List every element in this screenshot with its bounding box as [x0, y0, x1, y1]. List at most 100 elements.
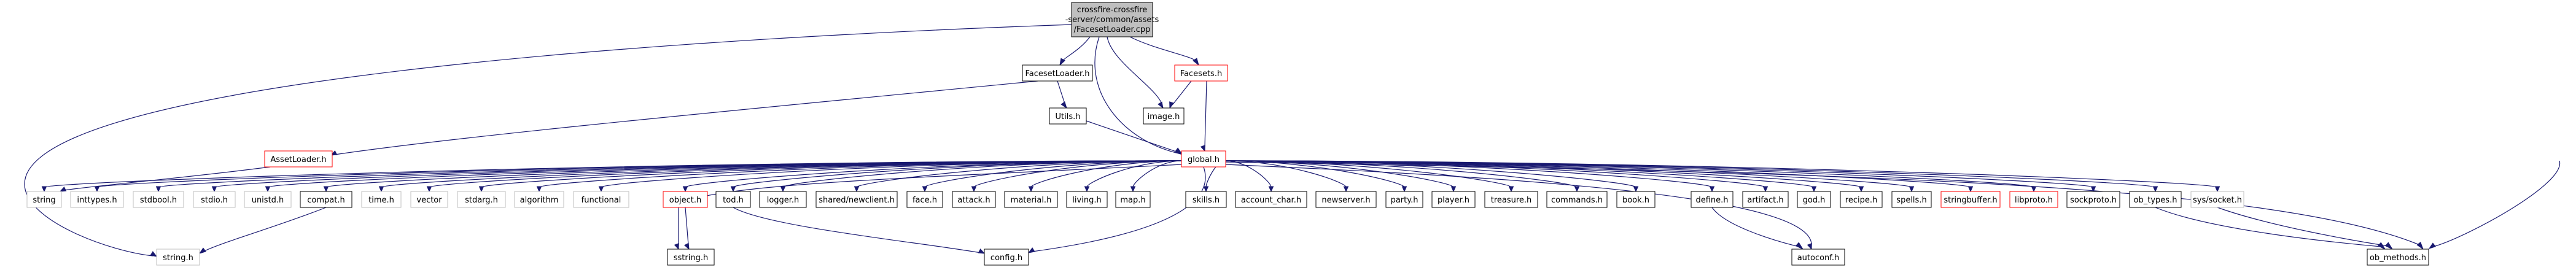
dependency-edge — [94, 160, 1182, 193]
node-commands-h[interactable]: commands.h — [1546, 191, 1608, 208]
svg-text:Facesets.h: Facesets.h — [1180, 69, 1222, 79]
dependency-edge — [2155, 207, 2386, 250]
node-facesets-h[interactable]: Facesets.h — [1174, 64, 1228, 82]
dependency-edge — [1057, 80, 1067, 109]
node-sstring-h[interactable]: sstring.h — [667, 249, 715, 266]
node-compat-h[interactable]: compat.h — [300, 191, 352, 208]
svg-text:player.h: player.h — [1438, 196, 1469, 205]
dependency-edge — [1107, 36, 1164, 109]
node-vector: vector — [410, 191, 448, 208]
node-tod-h[interactable]: tod.h — [715, 191, 751, 208]
node-unistd-h: unistd.h — [244, 191, 292, 208]
node-living-h[interactable]: living.h — [1066, 191, 1108, 208]
node-material-h[interactable]: material.h — [1004, 191, 1058, 208]
svg-text:Utils.h: Utils.h — [1056, 112, 1081, 122]
svg-text:skills.h: skills.h — [1193, 196, 1220, 205]
dependency-edge — [2217, 207, 2394, 250]
node-autoconf-h[interactable]: autoconf.h — [1791, 249, 1845, 266]
node-ob-types-h[interactable]: ob_types.h — [2129, 191, 2182, 208]
node-spells-h[interactable]: spells.h — [1891, 191, 1932, 208]
svg-text:config.h: config.h — [990, 253, 1022, 263]
node-ob-methods-h[interactable]: ob_methods.h — [2367, 249, 2429, 266]
dependency-edge — [1084, 160, 1182, 193]
node-global-h[interactable]: global.h — [1181, 150, 1226, 168]
node-utils-h[interactable]: Utils.h — [1049, 107, 1087, 125]
node-assetloader-h[interactable]: AssetLoader.h — [264, 150, 333, 168]
svg-text:FacesetLoader.h: FacesetLoader.h — [1025, 69, 1090, 79]
node-book-h[interactable]: book.h — [1616, 191, 1656, 208]
svg-text:sys/socket.h: sys/socket.h — [2193, 196, 2242, 205]
dependency-edge — [733, 207, 986, 254]
svg-text:unistd.h: unistd.h — [252, 196, 284, 205]
svg-text:ob_types.h: ob_types.h — [2134, 196, 2177, 205]
svg-text:face.h: face.h — [912, 196, 937, 205]
root-file-node: crossfire-crossfire -server/common/asset… — [1065, 2, 1159, 37]
node-logger-h[interactable]: logger.h — [759, 191, 807, 208]
node-object-h[interactable]: object.h — [663, 191, 708, 208]
node-treasure-h[interactable]: treasure.h — [1484, 191, 1538, 208]
svg-text:stdbool.h: stdbool.h — [140, 196, 177, 205]
dependency-edge — [1028, 160, 1182, 193]
svg-text:define.h: define.h — [1695, 196, 1728, 205]
dependency-edge — [1225, 161, 2424, 250]
node-libproto-h[interactable]: libproto.h — [2009, 191, 2058, 208]
svg-text:stdio.h: stdio.h — [201, 196, 228, 205]
svg-text:time.h: time.h — [368, 196, 394, 205]
svg-text:party.h: party.h — [1391, 196, 1418, 205]
node-config-h[interactable]: config.h — [984, 249, 1029, 266]
svg-text:object.h: object.h — [669, 196, 701, 205]
node-attack-h[interactable]: attack.h — [952, 191, 996, 208]
dependency-edge — [1225, 160, 1639, 193]
svg-text:compat.h: compat.h — [307, 196, 344, 205]
dependency-edge — [1027, 166, 1206, 253]
svg-text:book.h: book.h — [1622, 196, 1649, 205]
svg-text:string: string — [33, 196, 55, 205]
dependency-edge — [330, 80, 1038, 156]
dependency-nodes: crossfire-crossfire -server/common/asset… — [26, 2, 2429, 266]
root-line-1: crossfire-crossfire — [1077, 6, 1148, 15]
node-face-h[interactable]: face.h — [906, 191, 943, 208]
dependency-edge — [1225, 160, 1514, 193]
svg-text:libproto.h: libproto.h — [2015, 196, 2053, 205]
node-artifact-h[interactable]: artifact.h — [1742, 191, 1789, 208]
node-image-h[interactable]: image.h — [1143, 107, 1185, 125]
node-sockproto-h[interactable]: sockproto.h — [2066, 191, 2120, 208]
node-newclient-h[interactable]: shared/newclient.h — [815, 191, 898, 208]
node-recipe-h[interactable]: recipe.h — [1840, 191, 1883, 208]
svg-text:recipe.h: recipe.h — [1845, 196, 1877, 205]
dependency-edge — [1094, 36, 1184, 155]
node-player-h[interactable]: player.h — [1431, 191, 1476, 208]
node-define-h[interactable]: define.h — [1691, 191, 1734, 208]
node-party-h[interactable]: party.h — [1385, 191, 1423, 208]
svg-text:spells.h: spells.h — [1896, 196, 1926, 205]
node-newserver-h[interactable]: newserver.h — [1315, 191, 1377, 208]
dependency-edge — [1200, 80, 1207, 152]
svg-text:living.h: living.h — [1072, 196, 1101, 205]
node-string: string — [26, 191, 62, 208]
root-line-3: /FacesetLoader.cpp — [1074, 25, 1151, 34]
node-sys-socket-h: sys/socket.h — [2190, 191, 2244, 208]
node-algorithm: algorithm — [514, 191, 564, 208]
svg-text:tod.h: tod.h — [723, 196, 744, 205]
node-stringbuffer-h[interactable]: stringbuffer.h — [1940, 191, 2001, 208]
node-stdio-h: stdio.h — [193, 191, 236, 208]
svg-text:newserver.h: newserver.h — [1321, 196, 1370, 205]
dependency-edge — [683, 207, 690, 250]
dependency-edge — [1225, 160, 1580, 193]
dependency-edge — [971, 160, 1182, 193]
svg-text:sockproto.h: sockproto.h — [2070, 196, 2117, 205]
node-skills-h[interactable]: skills.h — [1185, 191, 1227, 208]
node-account-char-h[interactable]: account_char.h — [1235, 191, 1307, 208]
svg-text:functional: functional — [582, 196, 621, 205]
node-string-h: string.h — [156, 249, 200, 266]
node-map-h[interactable]: map.h — [1115, 191, 1151, 208]
svg-text:map.h: map.h — [1120, 196, 1145, 205]
dependency-edge — [1225, 160, 1274, 193]
dependency-edge — [1059, 36, 1091, 66]
root-line-2: -server/common/assets — [1065, 15, 1159, 25]
svg-text:vector: vector — [416, 196, 442, 205]
node-facesetloader-h[interactable]: FacesetLoader.h — [1022, 64, 1093, 82]
node-god-h[interactable]: god.h — [1797, 191, 1831, 208]
svg-text:logger.h: logger.h — [767, 196, 800, 205]
